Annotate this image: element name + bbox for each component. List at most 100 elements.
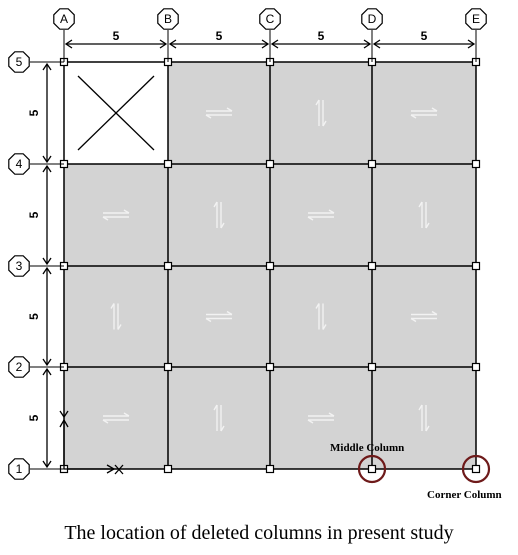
span-direction-horizontal-icon: [307, 209, 335, 221]
column-node: [265, 464, 275, 474]
column-node: [163, 464, 173, 474]
column-node: [265, 261, 275, 271]
grid-bubble-label: 1: [16, 462, 23, 476]
arrow-head: [418, 201, 423, 208]
arrow-head: [123, 412, 130, 417]
dimension-arrow: [467, 39, 476, 49]
slab-bay: [168, 266, 270, 367]
slab-bay: [270, 164, 372, 266]
column-node: [367, 464, 377, 474]
dimension-arrow: [270, 39, 279, 49]
grid-bubble-label: C: [266, 12, 275, 26]
arrow-head: [213, 404, 218, 411]
arrow-head: [213, 201, 218, 208]
span-direction-vertical-icon: [213, 404, 225, 432]
column-node: [471, 159, 481, 169]
arrow-head: [307, 419, 314, 424]
dimension-label: 5: [27, 313, 41, 320]
grid-bubble-label: A: [60, 12, 68, 26]
dimension-arrow: [42, 164, 52, 173]
arrow-head: [226, 107, 233, 112]
grid-bubble-4: [8, 153, 30, 175]
dimension-label: 5: [113, 29, 120, 43]
column-node: [163, 261, 173, 271]
span-direction-vertical-icon: [110, 303, 122, 330]
slab-bay: [168, 367, 270, 469]
dimension-arrow: [42, 367, 52, 376]
dimension-arrow: [42, 257, 52, 266]
grid-bubble-E: [465, 8, 487, 30]
span-direction-vertical-icon: [213, 201, 225, 229]
middle-column-label: Middle Column: [330, 442, 404, 454]
arrow-head: [205, 317, 212, 323]
grid-bubble-3: [8, 255, 30, 277]
arrow-head: [425, 425, 430, 432]
arrow-head: [220, 222, 225, 229]
grid-bubble-label: D: [368, 12, 377, 26]
grid-bubble-A: [53, 8, 75, 30]
column-node: [265, 159, 275, 169]
slab-bay: [270, 367, 372, 469]
dimension-arrow: [42, 266, 52, 275]
dimension-arrow: [168, 39, 177, 49]
dimension-arrow: [42, 460, 52, 469]
span-direction-vertical-icon: [315, 99, 327, 127]
dimension-arrow: [372, 39, 381, 49]
dimension-label: 5: [421, 29, 428, 43]
grid-bubble-label: 3: [16, 259, 23, 273]
grid-bubble-1: [8, 458, 30, 480]
dimension-arrow: [363, 39, 372, 49]
arrow-head: [307, 216, 314, 221]
dimension-arrow: [42, 155, 52, 164]
column-node: [367, 159, 377, 169]
arrow-head: [418, 404, 423, 411]
grid-bubble-label: 4: [16, 157, 23, 171]
arrow-head: [110, 303, 115, 309]
slab-bays: [64, 62, 476, 469]
dimension-label: 5: [216, 29, 223, 43]
dimension-label: 5: [27, 211, 41, 218]
grid-bubble-label: 2: [16, 360, 23, 374]
grid-bubble-B: [157, 8, 179, 30]
arrow-head: [410, 114, 417, 119]
slab-bay: [168, 164, 270, 266]
column-node: [367, 261, 377, 271]
arrow-head: [117, 324, 122, 330]
column-node: [471, 464, 481, 474]
arrow-head: [102, 419, 109, 424]
dimension-label: 5: [27, 414, 41, 421]
slab-bay: [372, 62, 476, 164]
span-direction-horizontal-icon: [205, 310, 233, 323]
grid-bubble-2: [8, 356, 30, 378]
arrow-head: [322, 120, 327, 127]
dimension-arrow: [159, 39, 168, 49]
opening-cross-line: [77, 75, 155, 151]
column-node: [471, 362, 481, 372]
slab-bay: [270, 266, 372, 367]
corner-column-highlight: [461, 454, 491, 484]
arrow-head: [328, 412, 335, 417]
arrow-head: [431, 310, 438, 316]
column-node: [265, 362, 275, 372]
arrow-head: [315, 99, 320, 106]
grid-bubble-label: 5: [16, 55, 23, 69]
span-direction-vertical-icon: [418, 404, 430, 432]
arrow-head: [220, 425, 225, 432]
column-node: [367, 362, 377, 372]
grid-bubble-D: [361, 8, 383, 30]
arrow-head: [205, 114, 212, 119]
grid-bubble-label: E: [472, 12, 480, 26]
slab-bay: [372, 367, 476, 469]
dimension-arrow: [261, 39, 270, 49]
span-direction-horizontal-icon: [102, 412, 130, 424]
span-direction-horizontal-icon: [307, 412, 335, 424]
column-node: [163, 362, 173, 372]
corner-column-label: Corner Column: [427, 489, 502, 501]
grid-bubble-5: [8, 51, 30, 73]
span-direction-vertical-icon: [315, 303, 327, 330]
arrow-head: [328, 209, 335, 214]
grid-bubble-C: [259, 8, 281, 30]
